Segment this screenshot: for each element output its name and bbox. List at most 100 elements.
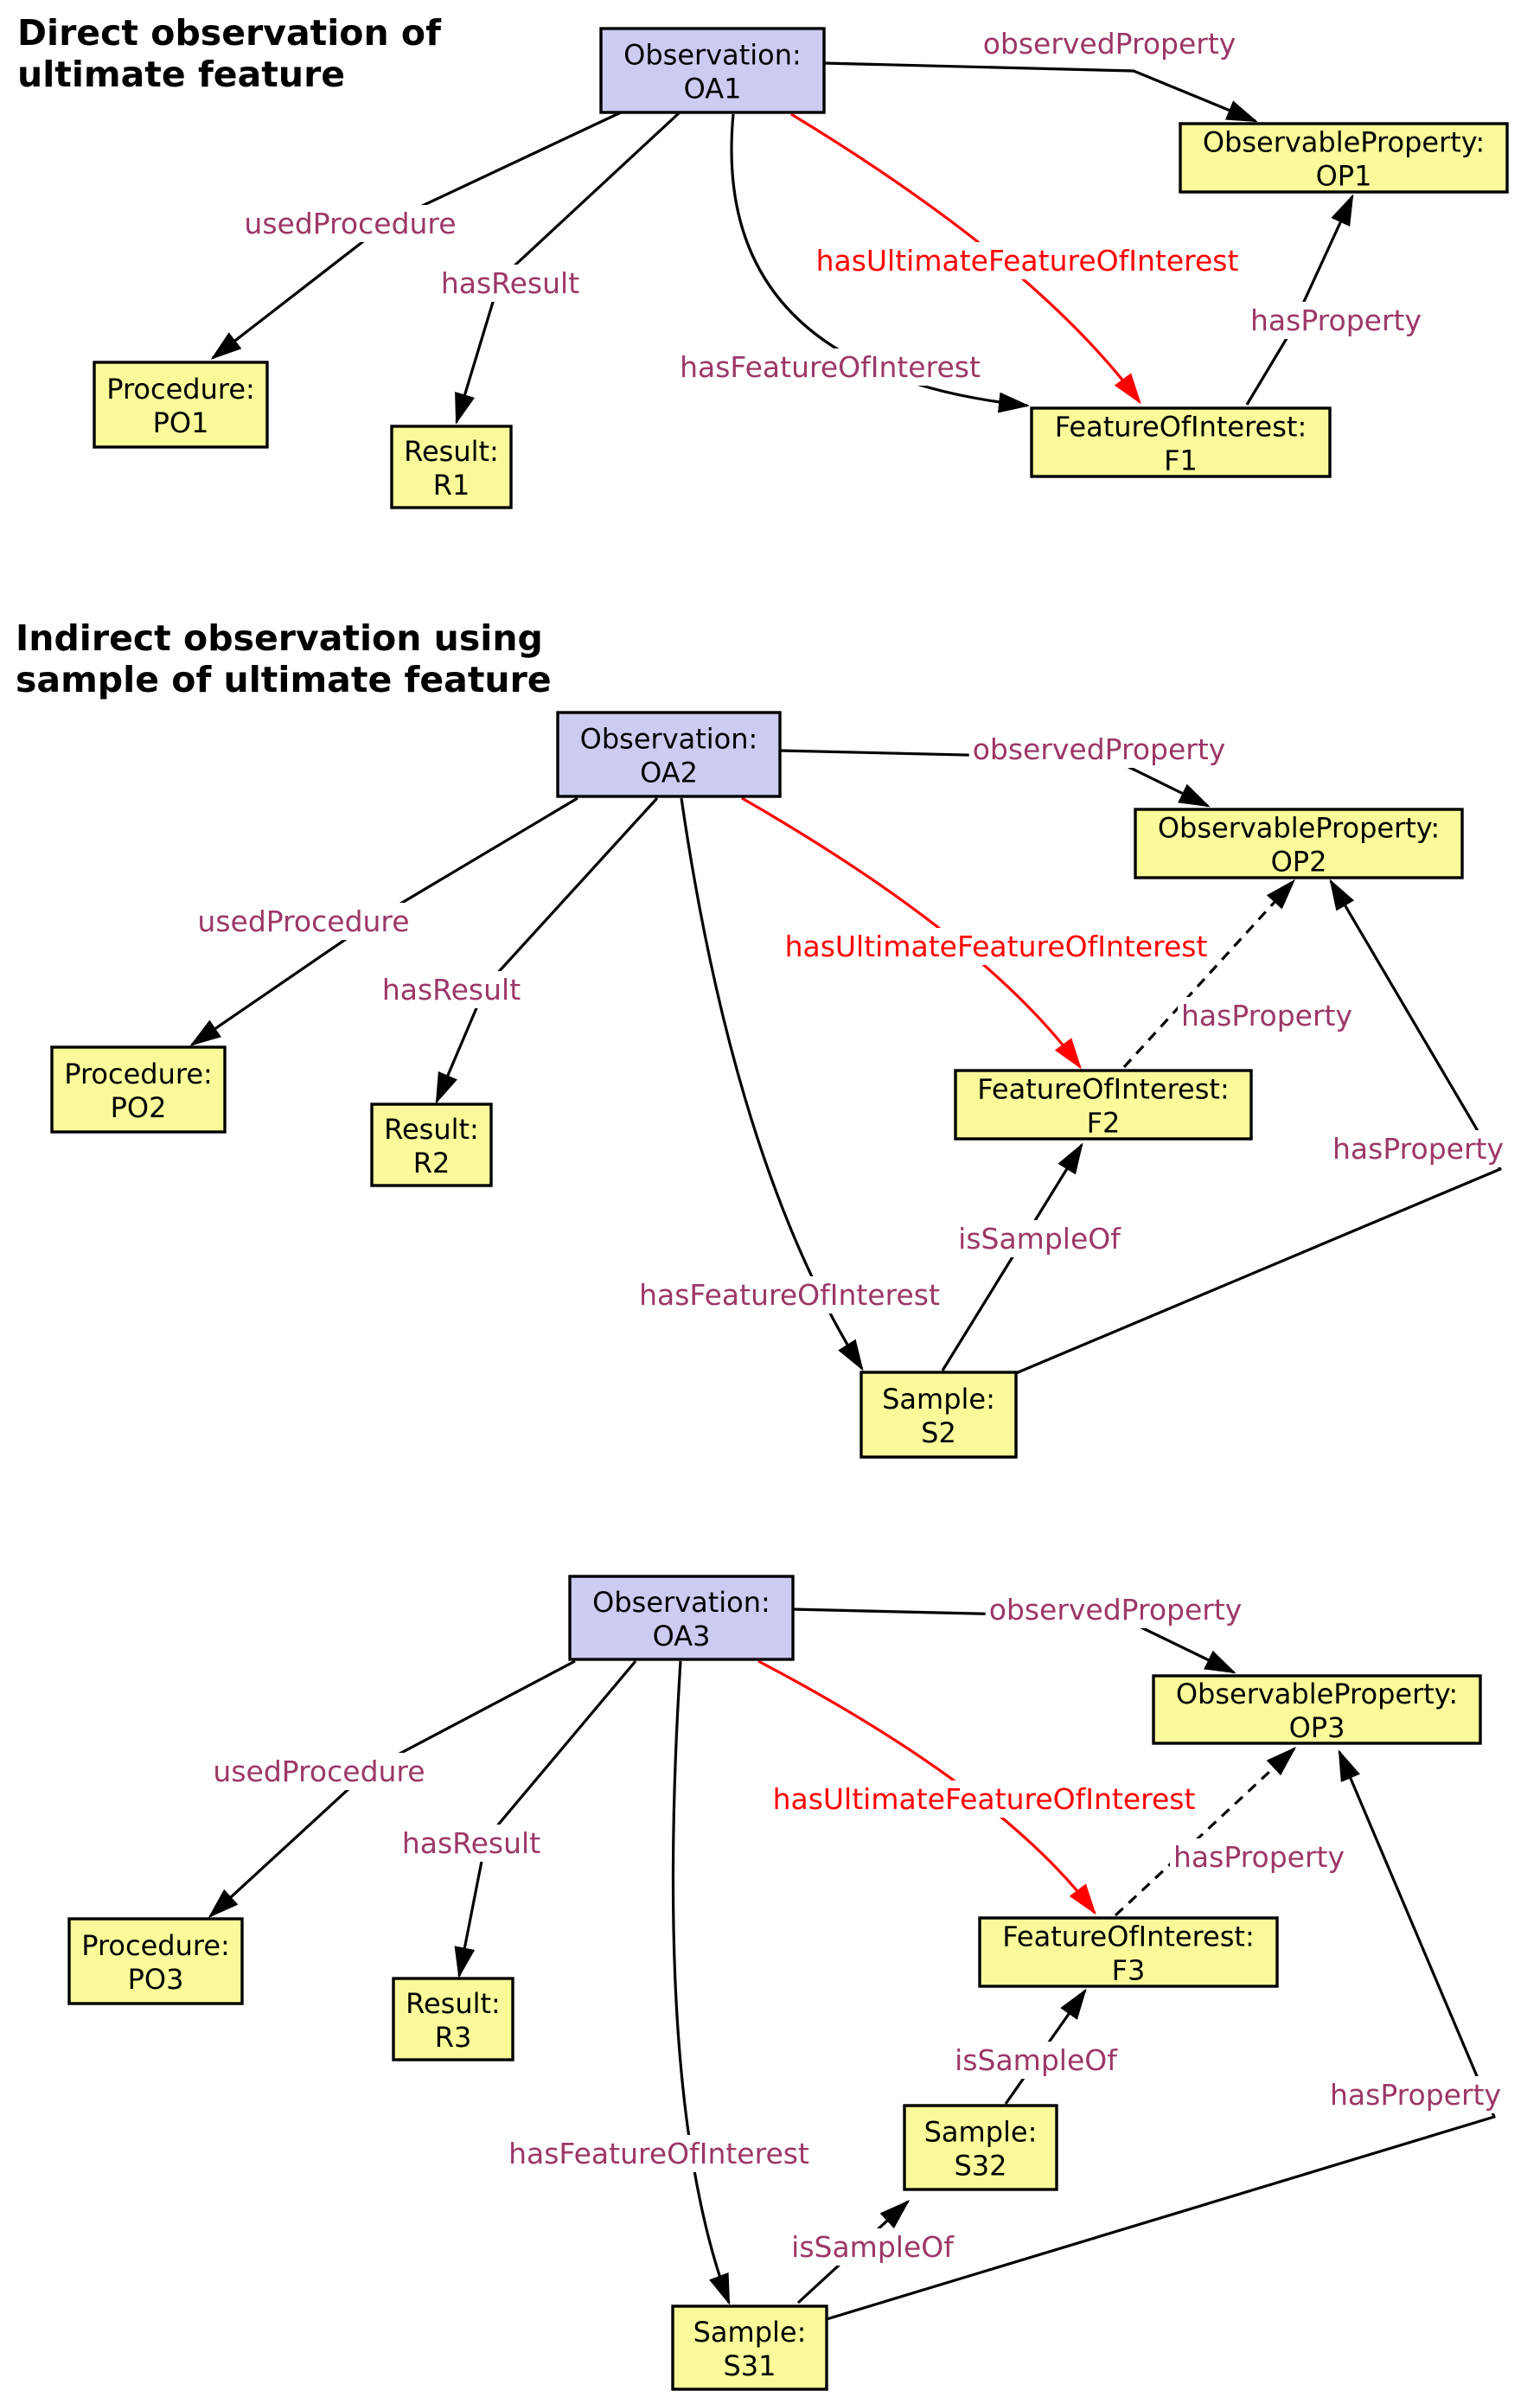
edge-label-hasresult: hasResult [382,973,521,1007]
edge-label-issampleof: isSampleOf [955,2043,1118,2077]
edge-label-background [1178,997,1356,1034]
node-type-label: Procedure: [64,1058,213,1090]
node-f1: FeatureOfInterest:F1 [1030,406,1332,478]
node-r1: Result:R1 [390,425,513,509]
node-type-label: Observation: [623,39,802,72]
node-instance-label: OP3 [1289,1711,1345,1744]
node-type-label: Sample: [693,2316,807,2349]
edge-label-background [968,731,1230,768]
edge-label-background [1170,1838,1348,1876]
node-instance-label: R3 [435,2021,472,2054]
node-instance-label: OA1 [684,73,742,105]
edge-label-background [209,1753,429,1790]
edge-label-hasproperty: hasProperty [1181,999,1352,1032]
edge-label-background [979,25,1240,62]
edge-label-background [194,903,413,940]
edge-label-observedproperty: observedProperty [983,27,1236,61]
edge-label-background [951,2042,1122,2079]
edge-label-background [240,205,460,242]
node-type-label: Sample: [924,2116,1038,2149]
node-type-label: FeatureOfInterest: [1055,411,1307,444]
edge-label-background [378,971,525,1008]
node-box-f2 [954,1069,1253,1141]
edge-hasfeatureofinterest-oa1-f1 [730,113,1030,413]
node-type-label: ObservableProperty: [1203,126,1485,159]
node-box-r2 [370,1103,493,1187]
edge-label-usedprocedure: usedProcedure [197,904,409,938]
edge-label-hasultimatefeatureofinterest: hasUltimateFeatureOfInterest [773,1782,1196,1816]
node-instance-label: F3 [1112,1954,1146,1987]
edge-hasproperty-f2-op2 [1122,879,1296,1069]
node-type-label: ObservableProperty: [1176,1678,1458,1710]
node-r3: Result:R3 [392,1977,514,2061]
edge-observedproperty-oa1-op1 [823,61,1258,123]
node-instance-label: S31 [723,2349,776,2382]
edge-label-issampleof: isSampleOf [791,2230,955,2264]
node-instance-label: F2 [1087,1107,1121,1140]
edge-label-background [955,1220,1126,1257]
node-instance-label: OP2 [1271,846,1327,879]
edge-label-hasproperty: hasProperty [1330,2078,1501,2112]
node-box-f3 [978,1916,1279,1988]
section-title-2-line-2: sample of ultimate feature [16,659,552,700]
node-instance-label: OA3 [653,1620,711,1652]
node-oa3: Observation:OA3 [568,1575,795,1661]
nodes-layer: Observation:OA1Procedure:PO1Result:R1Obs… [50,27,1509,2391]
edge-label-hasproperty: hasProperty [1332,1132,1504,1166]
edge-label-observedproperty: observedProperty [973,732,1226,766]
node-instance-label: OA2 [640,757,698,789]
node-s31: Sample:S31 [671,2304,828,2391]
edge-label-issampleof: isSampleOf [958,1222,1121,1256]
edge-hasproperty-s31-op3 [826,1749,1496,2321]
edge-label-hasfeatureofinterest: hasFeatureOfInterest [639,1278,940,1312]
node-s32: Sample:S32 [903,2104,1058,2191]
node-instance-label: PO3 [128,1963,184,1996]
node-oa1: Observation:OA1 [599,27,826,114]
node-f3: FeatureOfInterest:F3 [978,1916,1279,1988]
edge-hasresult-oa2-r2 [435,796,659,1104]
node-box-s32 [903,2104,1058,2191]
node-box-oa2 [556,711,782,798]
edge-hasproperty-s2-op2 [1015,879,1502,1375]
edge-label-usedprocedure: usedProcedure [213,1755,425,1788]
node-box-s31 [671,2304,828,2391]
node-instance-label: R2 [413,1147,450,1179]
edge-label-hasfeatureofinterest: hasFeatureOfInterest [508,2137,809,2170]
section-title-1-line-2: ultimate feature [17,54,345,95]
edge-hasfeatureofinterest-oa3-s31 [671,1660,731,2305]
edge-label-hasultimatefeatureofinterest: hasUltimateFeatureOfInterest [785,930,1208,963]
node-instance-label: S2 [921,1416,956,1449]
edge-label-usedprocedure: usedProcedure [244,207,456,240]
node-box-po3 [67,1917,244,2005]
node-type-label: Observation: [592,1586,770,1619]
edge-label-hasresult: hasResult [402,1826,540,1860]
node-op1: ObservableProperty:OP1 [1179,122,1509,194]
edge-label-hasproperty: hasProperty [1173,1840,1345,1874]
edge-label-background [1326,2076,1505,2113]
edge-issampleof-s2-f2 [941,1142,1083,1371]
node-type-label: Procedure: [106,373,255,406]
node-op2: ObservableProperty:OP2 [1134,808,1464,879]
node-po2: Procedure:PO2 [50,1045,227,1134]
edge-label-hasproperty: hasProperty [1250,304,1422,337]
node-op3: ObservableProperty:OP3 [1152,1674,1482,1745]
node-po1: Procedure:PO1 [93,361,269,449]
edge-label-background [676,348,984,386]
node-oa2: Observation:OA2 [556,711,782,798]
edge-label-background [1329,1130,1507,1167]
node-type-label: Procedure: [81,1929,230,1962]
node-instance-label: PO1 [153,406,209,439]
node-po3: Procedure:PO3 [67,1917,244,2005]
node-instance-label: S32 [954,2150,1006,2183]
node-box-po1 [93,361,269,449]
node-type-label: FeatureOfInterest: [977,1073,1229,1106]
node-s2: Sample:S2 [859,1371,1018,1459]
node-box-op3 [1152,1674,1482,1745]
node-type-label: ObservableProperty: [1158,812,1440,845]
section-title-2-line-1: Indirect observation using [16,617,543,659]
node-type-label: FeatureOfInterest: [1002,1921,1254,1953]
node-f2: FeatureOfInterest:F2 [954,1069,1253,1141]
edge-label-background [437,265,584,302]
